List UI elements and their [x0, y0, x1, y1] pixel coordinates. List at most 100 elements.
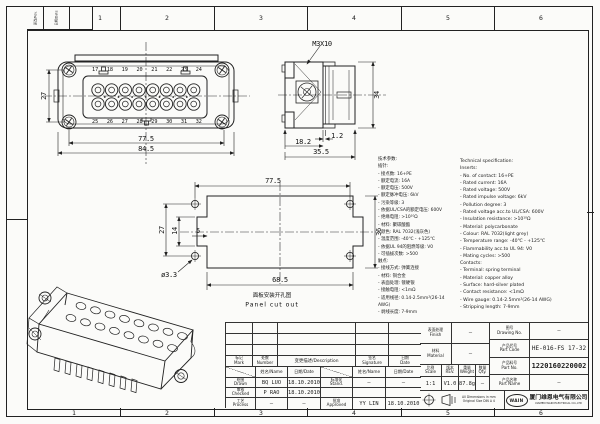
spec-line: - Stripping length: 7-9mm	[460, 304, 520, 310]
company-name-en: XIAMEN WAIN ELECTRICAL CO.,LTD	[535, 400, 582, 405]
spec-line: - Mating cycles: >500	[460, 253, 511, 259]
dim-label: 5	[196, 227, 200, 235]
spec-line: 插针:	[378, 164, 389, 170]
pin-number: 18	[106, 67, 114, 73]
pin-number: 26	[106, 119, 114, 125]
spec-line: - Terminal: spring terminal	[460, 268, 521, 274]
pin-number: 17	[92, 67, 99, 73]
outer-border	[6, 6, 593, 417]
dimension-note: All Dimensions in mm Original Size DIN A…	[462, 395, 496, 403]
isometric-view-drawing	[26, 286, 196, 394]
cutout-caption-en: Panel cut out	[245, 301, 299, 309]
drawing-no-value: –	[530, 323, 588, 340]
spec-line: - 接触电阻: <1mΩ	[378, 288, 416, 294]
zone-tick	[307, 6, 308, 30]
process-date: –	[288, 398, 321, 409]
pin-number: 23	[180, 67, 188, 73]
spec-line: - 适用线径: 0.14-2.5mm²(26-14 AWG)	[378, 295, 445, 308]
zone-tick	[401, 6, 402, 30]
dim-label: 27	[158, 226, 166, 234]
process-name: –	[256, 398, 288, 409]
spec-line: - No. of contact: 16+PE	[460, 173, 514, 179]
part-name-value: –	[530, 375, 588, 391]
spec-line: - 依据UL 94的阻燃等级: V0	[378, 244, 434, 250]
zone-tick	[214, 408, 215, 417]
spec-line: - 可插拔次数: >500	[378, 251, 418, 257]
spec-line: - Material: copper alloy	[460, 275, 514, 281]
spec-line: Technical specification:	[460, 159, 514, 164]
pin-number: 27	[121, 119, 128, 125]
pin-number: 25	[92, 119, 99, 125]
pin-number: 20	[136, 67, 143, 73]
hole-diameter-label: ø3.3	[161, 271, 177, 279]
dim-label: 1.2	[331, 132, 343, 140]
scale-value: 1:1	[420, 377, 442, 391]
weight-value: 87.8g	[459, 377, 476, 391]
zone-number: 3	[259, 14, 263, 22]
drawn-date: 18.10.2010	[288, 378, 321, 388]
spec-line: 触点:	[378, 259, 389, 265]
spec-line: - Material: polycarbonate	[460, 224, 518, 230]
zone-number: 4	[352, 409, 356, 417]
zone-tick	[120, 6, 121, 30]
spec-line: - Temperature range: -40℃ - +125℃	[460, 239, 546, 245]
spec-line: - Insulation resistance: >10¹⁰Ω	[460, 217, 531, 223]
zone-number: 6	[539, 409, 543, 417]
stand-date: –	[386, 378, 421, 388]
pin-number: 19	[121, 67, 128, 73]
part-code-value: HE-016-FS 17-32	[530, 340, 588, 358]
spec-line: - 剥线长度: 7-9mm	[378, 310, 418, 316]
spec-line: Contacts:	[460, 261, 482, 267]
spec-line: - Rated voltage acc.to UL/CSA: 600V	[460, 210, 544, 216]
spec-line: - 表面处理: 镀硬银	[378, 281, 415, 287]
zone-number: 5	[446, 409, 450, 417]
spec-line: - 额定脉冲电压: 6kV	[378, 193, 419, 199]
name-subheader: 姓名/Name	[256, 367, 288, 378]
spec-line: - Flammability acc.to UL 94: V0	[460, 246, 533, 252]
zone-tick	[494, 408, 495, 417]
rev-value: V1.0	[442, 377, 459, 391]
spec-column-cn: 技术参数:插针:- 接点数: 16+PE- 额定电流: 16A- 额定电压: 5…	[378, 156, 458, 317]
revision-corner-block: 更改/Rev. 日期/Date	[27, 6, 93, 30]
zone-tick	[214, 6, 215, 30]
material-value: –	[452, 344, 490, 365]
spec-line: - 污染等级: 3	[378, 200, 405, 206]
spec-line: - 材料: 聚碳酸酯	[378, 222, 411, 228]
zone-number: 1	[98, 14, 102, 22]
screw-spec-label: M3X10	[312, 40, 332, 48]
dim-label: 35.5	[313, 148, 329, 156]
checked-date: 18.10.2010	[288, 388, 321, 398]
zone-tick	[120, 408, 121, 417]
zone-number: 6	[539, 14, 543, 22]
dim-label: 84.5	[138, 145, 154, 153]
zone-number: 2	[165, 409, 169, 417]
zone-tick	[587, 212, 594, 213]
dim-label: 77.5	[138, 135, 154, 143]
front-view-drawing	[43, 42, 250, 164]
spec-line: - Rated current: 16A	[460, 180, 507, 186]
spec-line: - 材料: 铜合金	[378, 273, 406, 279]
zone-number: 3	[259, 409, 263, 417]
dim-label: 34	[373, 91, 381, 99]
company-block: WAIN 厦门维恩电气有限公司 XIAMEN WAIN ELECTRICAL C…	[505, 391, 588, 409]
name-subheader: 姓名/Name	[353, 367, 386, 378]
finish-value: –	[452, 323, 490, 344]
pin-number: 30	[166, 119, 173, 125]
spec-line: - Contact resistance: <1mΩ	[460, 290, 524, 296]
spec-line: - Rated impulse voltage: 6kV	[460, 195, 527, 201]
zone-tick	[307, 408, 308, 417]
date-subheader: 日期/Date	[386, 367, 421, 378]
spec-line: - Wire gauge: 0.14-2.5mm²(26-14 AWG)	[460, 297, 552, 303]
